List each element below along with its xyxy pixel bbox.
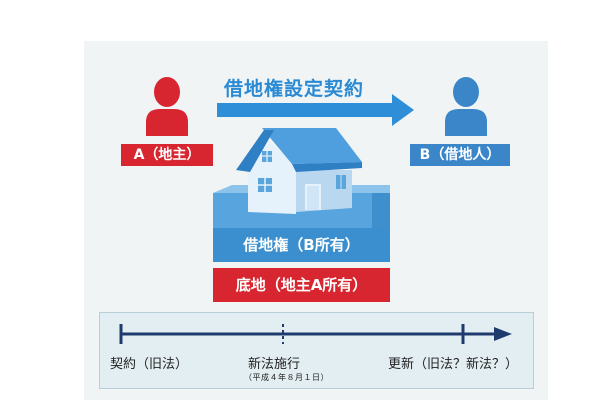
land-ownership-bar: 底地（地主A所有） bbox=[213, 268, 390, 302]
timeline-renewal-label: 更新（旧法？新法？） bbox=[388, 357, 519, 372]
timeline-new-law-label: 新法施行 bbox=[248, 357, 301, 372]
landlord-person-icon bbox=[146, 77, 188, 136]
contract-arrow-icon bbox=[217, 94, 414, 126]
contract-label: 借地権設定契約 bbox=[224, 78, 365, 100]
tenant-label: B（借地人） bbox=[410, 144, 510, 166]
tenant-person-icon bbox=[445, 77, 487, 136]
timeline-old-law-label: 契約（旧法） bbox=[110, 357, 189, 372]
leasehold-bar: 借地権（B所有） bbox=[213, 228, 390, 262]
house-icon bbox=[236, 128, 362, 214]
timeline-new-law-date: （平成４年８月１日） bbox=[244, 373, 329, 382]
landlord-label: A（地主） bbox=[121, 144, 213, 166]
timeline-arrowhead-icon bbox=[494, 327, 512, 341]
